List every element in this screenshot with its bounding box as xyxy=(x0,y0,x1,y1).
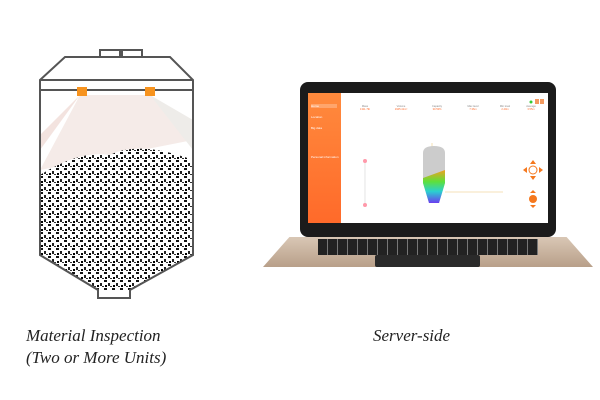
dashboard-screen: Home Location Big data Personal informat… xyxy=(308,93,548,223)
sidebar-item-home[interactable]: Home xyxy=(311,104,337,108)
silo-outline xyxy=(39,49,194,299)
sidebar-item-location[interactable]: Location xyxy=(311,115,323,119)
silo-3d-model xyxy=(423,146,445,203)
keyboard xyxy=(318,239,538,255)
caption-server-side: Server-side xyxy=(373,326,451,345)
sensor-icon xyxy=(77,87,155,96)
sidebar: Home Location Big data Personal informat… xyxy=(308,93,341,223)
caption-material-inspection: Material Inspection(Two or More Units) xyxy=(26,326,167,367)
zoom-control-icon xyxy=(529,190,537,208)
slider-handle-icon xyxy=(363,159,367,163)
direction-pad-icon xyxy=(523,160,543,180)
touchpad xyxy=(375,255,480,267)
silo-illustration xyxy=(39,49,194,299)
sidebar-item-personal[interactable]: Personal information xyxy=(311,155,339,159)
sidebar-item-bigdata[interactable]: Big data xyxy=(311,126,323,130)
